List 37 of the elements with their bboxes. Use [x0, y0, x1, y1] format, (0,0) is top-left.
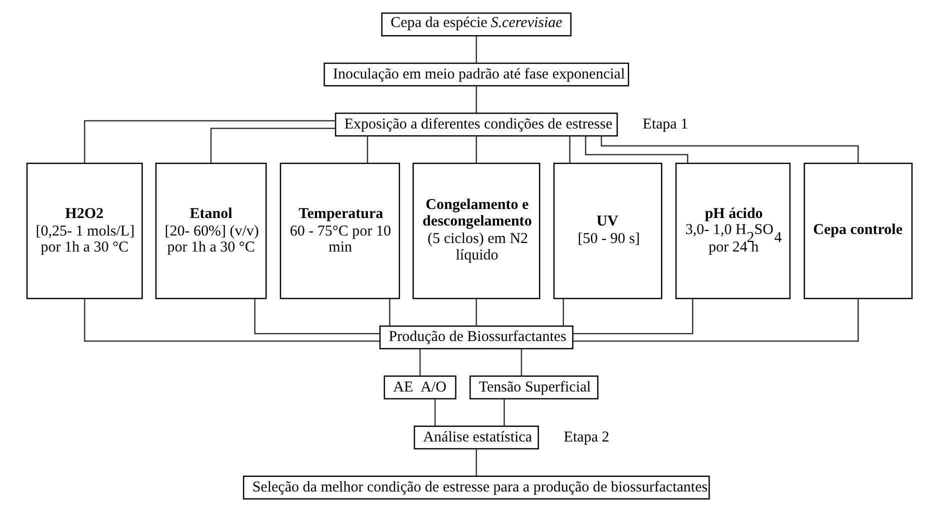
node-box: Congelamento e descongelamento (5 ciclos) em N2 líquido — [412, 162, 540, 300]
node-box: Etanol [20- 60%] (v/v) por 1h a 30 °C — [154, 162, 266, 300]
node-box: Cepa controle — [803, 162, 912, 300]
node-box: Temperatura 60 - 75°C por 10 min — [279, 162, 400, 300]
connector — [572, 298, 858, 342]
connector — [418, 348, 420, 376]
connector — [475, 449, 476, 476]
connector — [434, 399, 436, 426]
connector — [210, 128, 336, 164]
connector — [83, 298, 380, 342]
connector — [584, 136, 688, 164]
connector — [83, 120, 335, 164]
node-box: Exposição a diferentes condições de estresse — [334, 112, 618, 136]
label: Etapa 2 — [563, 429, 609, 446]
node-box: Produção de Biossurfactantes — [378, 325, 573, 350]
node-box: H2O2 [0,25- 1 mols/L] por 1h a 30 °C — [26, 162, 142, 300]
connector — [503, 399, 504, 426]
connector — [475, 36, 476, 63]
node-box: Tensão Superficial — [469, 376, 598, 400]
label: Etapa 1 — [642, 116, 688, 132]
node-box: Seleção da melhor condição de estresse para a produção de biossurfactantes — [242, 476, 710, 500]
connector — [520, 348, 522, 376]
connector — [388, 298, 390, 326]
connector — [562, 298, 564, 326]
connector — [366, 136, 368, 164]
connector — [572, 298, 693, 334]
node-box: Inoculação em meio padrão até fase exponencial — [323, 62, 629, 86]
node-box: UV [50 - 90 s] — [552, 162, 662, 300]
node-box: Cepa da espécie S.cerevisiae — [380, 12, 572, 36]
connector — [254, 298, 380, 334]
connector — [568, 136, 570, 164]
node-box: Análise estatística — [413, 426, 538, 450]
connector — [475, 86, 476, 114]
node-box: AE A/O — [383, 376, 456, 400]
connector — [475, 136, 476, 164]
connector — [600, 136, 858, 164]
connector — [475, 298, 476, 326]
